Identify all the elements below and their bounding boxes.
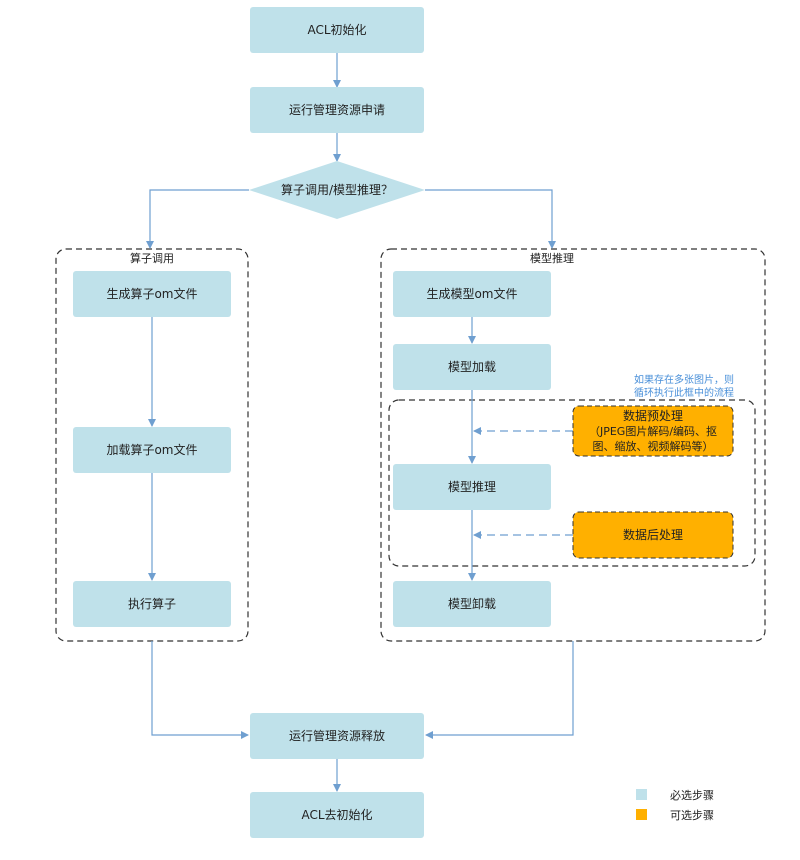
loop-note-line-2: 循环执行此框中的流程: [634, 386, 734, 399]
node-gen-model-om: 生成模型om文件: [393, 271, 551, 317]
svg-text:模型加载: 模型加载: [448, 360, 496, 374]
svg-text:图、缩放、视频解码等）: 图、缩放、视频解码等）: [593, 439, 714, 453]
legend-optional-swatch: [636, 809, 647, 820]
svg-text:数据预处理: 数据预处理: [623, 408, 683, 423]
arrows: [146, 53, 574, 792]
loop-container: [388, 399, 756, 567]
arrow-model-to-release: [425, 641, 574, 739]
arrow-decision-to-operator: [146, 189, 249, 249]
legend-required-label: 必选步骤: [670, 789, 714, 802]
node-acl-deinit: ACL去初始化: [250, 792, 424, 838]
node-acl-init: ACL初始化: [250, 7, 424, 53]
svg-text:执行算子: 执行算子: [128, 596, 176, 611]
node-exec-op: 执行算子: [73, 581, 231, 627]
svg-text:运行管理资源释放: 运行管理资源释放: [289, 728, 385, 743]
loop-note-line-1: 如果存在多张图片，则: [634, 373, 734, 386]
svg-text:算子调用/模型推理？: 算子调用/模型推理？: [281, 182, 393, 197]
svg-text:运行管理资源申请: 运行管理资源申请: [289, 102, 385, 117]
svg-text:加载算子om文件: 加载算子om文件: [106, 442, 197, 457]
svg-text:（JPEG图片解码/编码、抠: （JPEG图片解码/编码、抠: [589, 424, 717, 438]
node-model-unload: 模型卸载: [393, 581, 551, 627]
legend-required-swatch: [636, 789, 647, 800]
node-runtime-release: 运行管理资源释放: [250, 713, 424, 759]
group-model-container: [380, 248, 766, 642]
node-model-load: 模型加载: [393, 344, 551, 390]
svg-text:ACL去初始化: ACL去初始化: [301, 808, 372, 822]
svg-text:模型推理: 模型推理: [448, 480, 496, 494]
node-postprocess: 数据后处理: [572, 511, 734, 559]
node-gen-op-om: 生成算子om文件: [73, 271, 231, 317]
svg-text:生成算子om文件: 生成算子om文件: [106, 286, 197, 301]
node-model-infer: 模型推理: [393, 464, 551, 510]
svg-text:ACL初始化: ACL初始化: [307, 23, 366, 37]
legend: 必选步骤 可选步骤: [636, 789, 714, 822]
node-decision: 算子调用/模型推理？: [249, 161, 425, 219]
legend-optional-label: 可选步骤: [670, 809, 714, 822]
svg-text:生成模型om文件: 生成模型om文件: [426, 286, 517, 301]
arrow-decision-to-model: [425, 189, 556, 249]
group-operator-title: 算子调用: [130, 251, 174, 265]
node-preprocess: 数据预处理 （JPEG图片解码/编码、抠 图、缩放、视频解码等）: [572, 405, 734, 457]
arrow-operator-to-release: [151, 641, 249, 739]
svg-text:数据后处理: 数据后处理: [623, 527, 683, 542]
svg-text:模型卸载: 模型卸载: [448, 596, 496, 611]
node-runtime-apply: 运行管理资源申请: [250, 87, 424, 133]
node-load-op-om: 加载算子om文件: [73, 427, 231, 473]
group-model-title: 模型推理: [530, 251, 574, 265]
